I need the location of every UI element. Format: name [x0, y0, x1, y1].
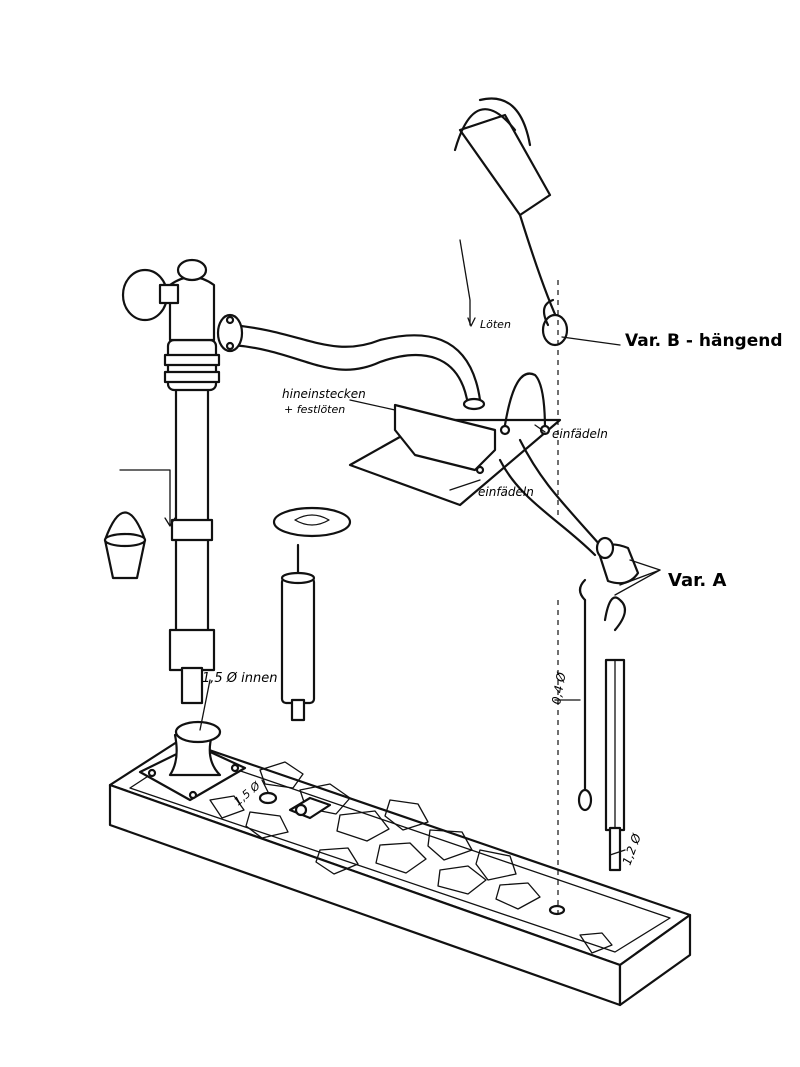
spout-head-var-a	[595, 536, 640, 585]
spout-pipe	[216, 313, 486, 411]
pump-base-flange	[138, 720, 247, 802]
stone-base	[108, 738, 692, 1007]
label-festloeten: + festlöten	[284, 403, 345, 416]
small-pump	[272, 506, 352, 722]
label-hineinstecken: hineinstecken	[282, 387, 366, 401]
small-bucket	[103, 511, 147, 580]
rod-with-hook	[577, 578, 593, 812]
pump-column	[121, 258, 221, 705]
rod-with-sleeve	[603, 596, 627, 872]
label-innen: 1,5 Ø innen	[202, 671, 278, 686]
hanging-bucket-var-b	[453, 97, 569, 347]
trough-plate	[348, 372, 562, 507]
label-d04: 0,4 Ø	[549, 671, 569, 706]
chain-curve	[498, 438, 602, 557]
label-einfaedeln-top: einfädeln	[552, 427, 608, 441]
label-var-b: Var. B - hängend	[625, 331, 783, 351]
label-loeten: Löten	[480, 318, 511, 331]
label-d12: 1,2 Ø	[620, 831, 644, 867]
label-var-a: Var. A	[668, 570, 727, 591]
label-einfaedeln-bottom: einfädeln	[478, 485, 534, 499]
guide-arrows	[119, 239, 661, 920]
